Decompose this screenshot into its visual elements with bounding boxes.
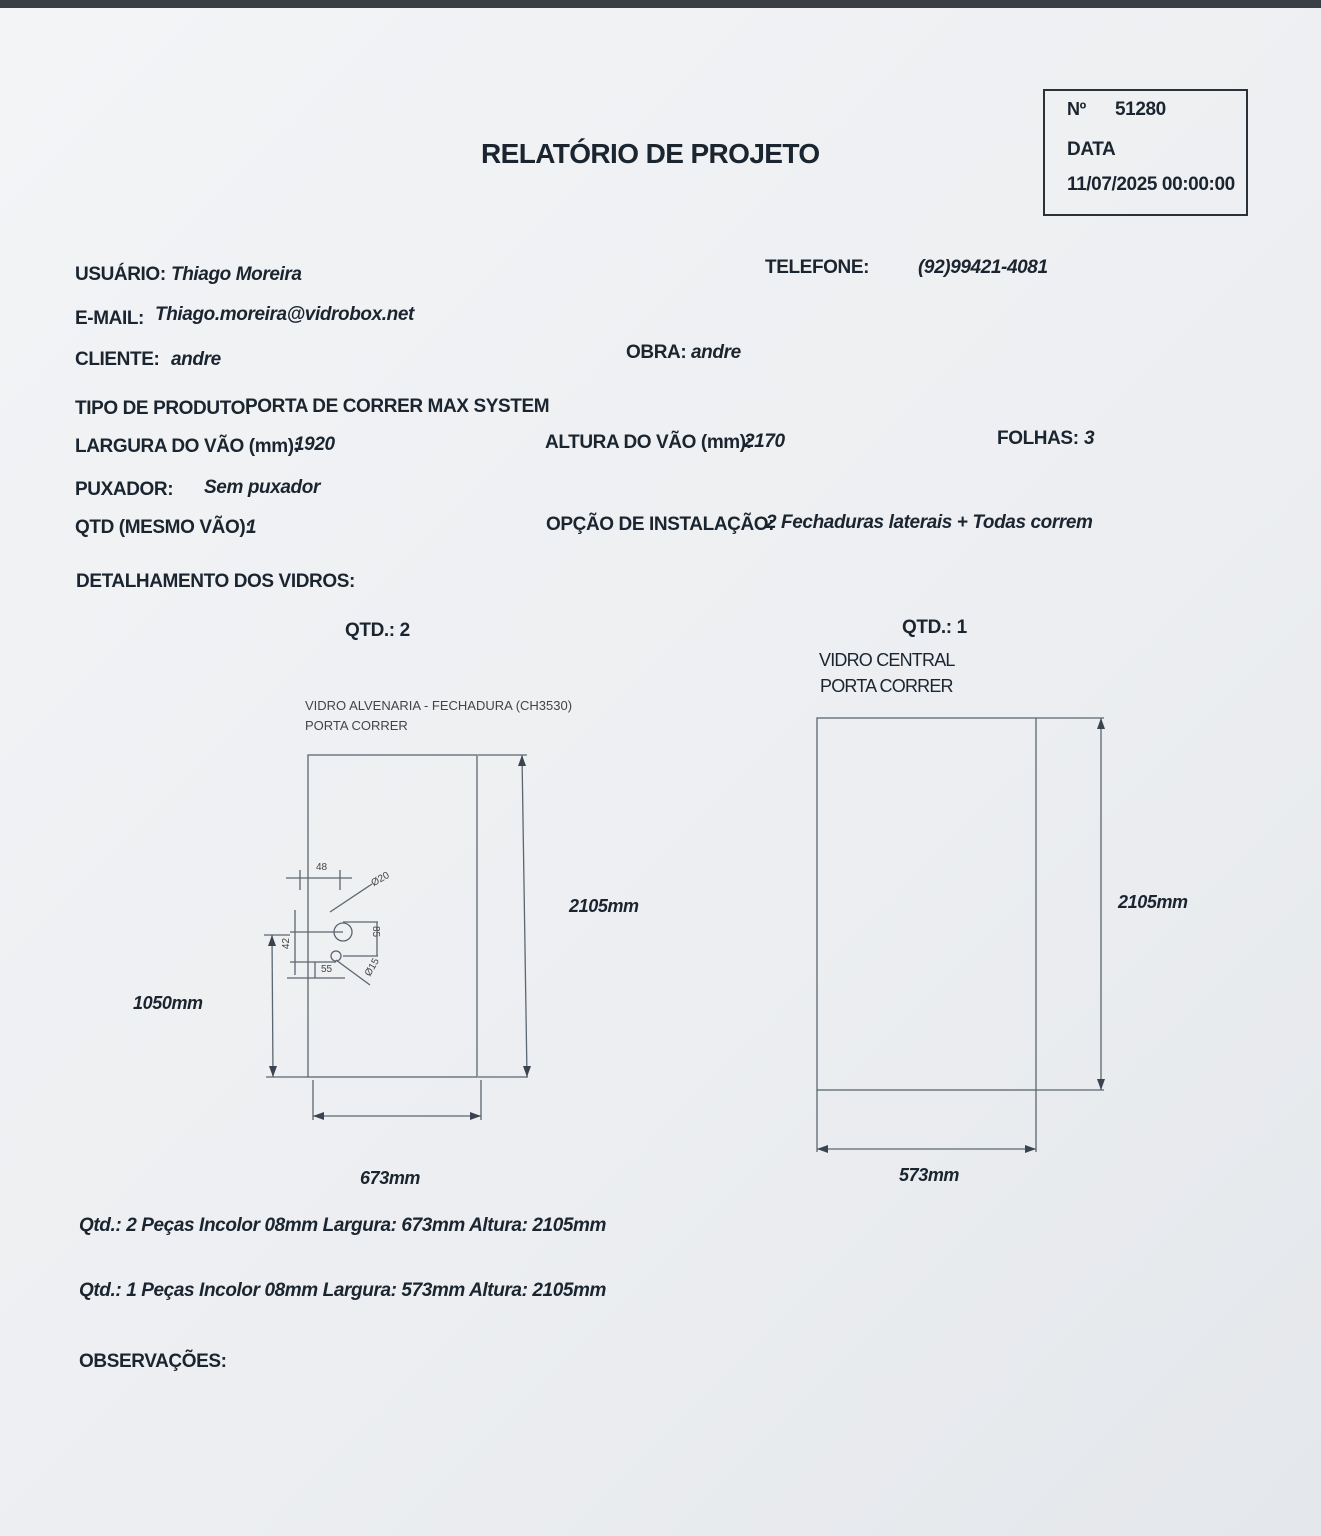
- dim-85: 85: [370, 925, 382, 938]
- email-label: E-MAIL:: [75, 308, 144, 329]
- dim-55: 55: [321, 964, 333, 975]
- left-glass-half-height: 1050mm: [133, 993, 203, 1013]
- detail-heading: DETALHAMENTO DOS VIDROS:: [76, 571, 355, 592]
- date-label: DATA: [1067, 139, 1116, 160]
- summary-line-2: Qtd.: 1 Peças Incolor 08mm Largura: 573m…: [79, 1280, 607, 1301]
- opcao-label: OPÇÃO DE INSTALAÇÃO:: [546, 514, 775, 535]
- right-glass-width: 573mm: [899, 1165, 960, 1185]
- folhas-value: 3: [1084, 428, 1095, 449]
- largura-label: LARGURA DO VÃO (mm):: [75, 436, 300, 457]
- usuario-value: Thiago Moreira: [171, 264, 302, 285]
- right-glass-subname: PORTA CORRER: [820, 676, 954, 696]
- summary-line-1: Qtd.: 2 Peças Incolor 08mm Largura: 673m…: [79, 1215, 607, 1236]
- dim-42: 42: [281, 937, 293, 950]
- report-title: RELATÓRIO DE PROJETO: [481, 138, 820, 169]
- right-glass-qty: QTD.: 1: [902, 617, 967, 638]
- left-glass-outline: [307, 754, 478, 1078]
- dim-48: 48: [316, 862, 328, 873]
- telefone-label: TELEFONE:: [765, 257, 870, 278]
- tipo-produto-label: TIPO DE PRODUTO:: [75, 398, 251, 419]
- right-glass-outline: [816, 717, 1037, 1091]
- altura-label: ALTURA DO VÃO (mm):: [545, 432, 752, 453]
- puxador-label: PUXADOR:: [75, 479, 174, 500]
- puxador-value: Sem puxador: [204, 477, 320, 498]
- largura-value: 1920: [294, 434, 335, 455]
- observacoes-label: OBSERVAÇÕES:: [79, 1351, 227, 1372]
- tipo-produto-value: PORTA DE CORRER MAX SYSTEM: [245, 396, 550, 417]
- usuario-label: USUÁRIO:: [75, 264, 166, 285]
- opcao-value: 2 Fechaduras laterais + Todas correm: [766, 512, 1093, 533]
- header-number-box: Nº 51280 DATA 11/07/2025 00:00:00: [1043, 89, 1248, 216]
- left-glass-name: VIDRO ALVENARIA - FECHADURA (CH3530): [305, 698, 573, 713]
- number-value: 51280: [1115, 99, 1166, 120]
- obra-value: andre: [691, 342, 741, 363]
- left-glass-width: 673mm: [360, 1168, 421, 1188]
- qtd-label: QTD (MESMO VÃO):: [75, 517, 252, 538]
- right-glass-name: VIDRO CENTRAL: [819, 650, 955, 670]
- left-glass-height: 2105mm: [569, 896, 639, 916]
- email-value: Thiago.moreira@vidrobox.net: [155, 304, 414, 325]
- qtd-value: 1: [246, 517, 257, 538]
- cliente-label: CLIENTE:: [75, 349, 160, 370]
- cliente-value: andre: [171, 349, 221, 370]
- left-glass-subname: PORTA CORRER: [305, 718, 408, 733]
- folhas-label: FOLHAS:: [997, 428, 1079, 449]
- left-glass-qty: QTD.: 2: [345, 620, 410, 641]
- number-label: Nº: [1067, 99, 1086, 119]
- telefone-value: (92)99421-4081: [918, 257, 1048, 278]
- altura-value: 2170: [744, 431, 785, 452]
- right-glass-height: 2105mm: [1118, 892, 1188, 912]
- obra-label: OBRA:: [626, 342, 687, 363]
- top-edge: [0, 0, 1321, 8]
- date-value: 11/07/2025 00:00:00: [1067, 174, 1235, 195]
